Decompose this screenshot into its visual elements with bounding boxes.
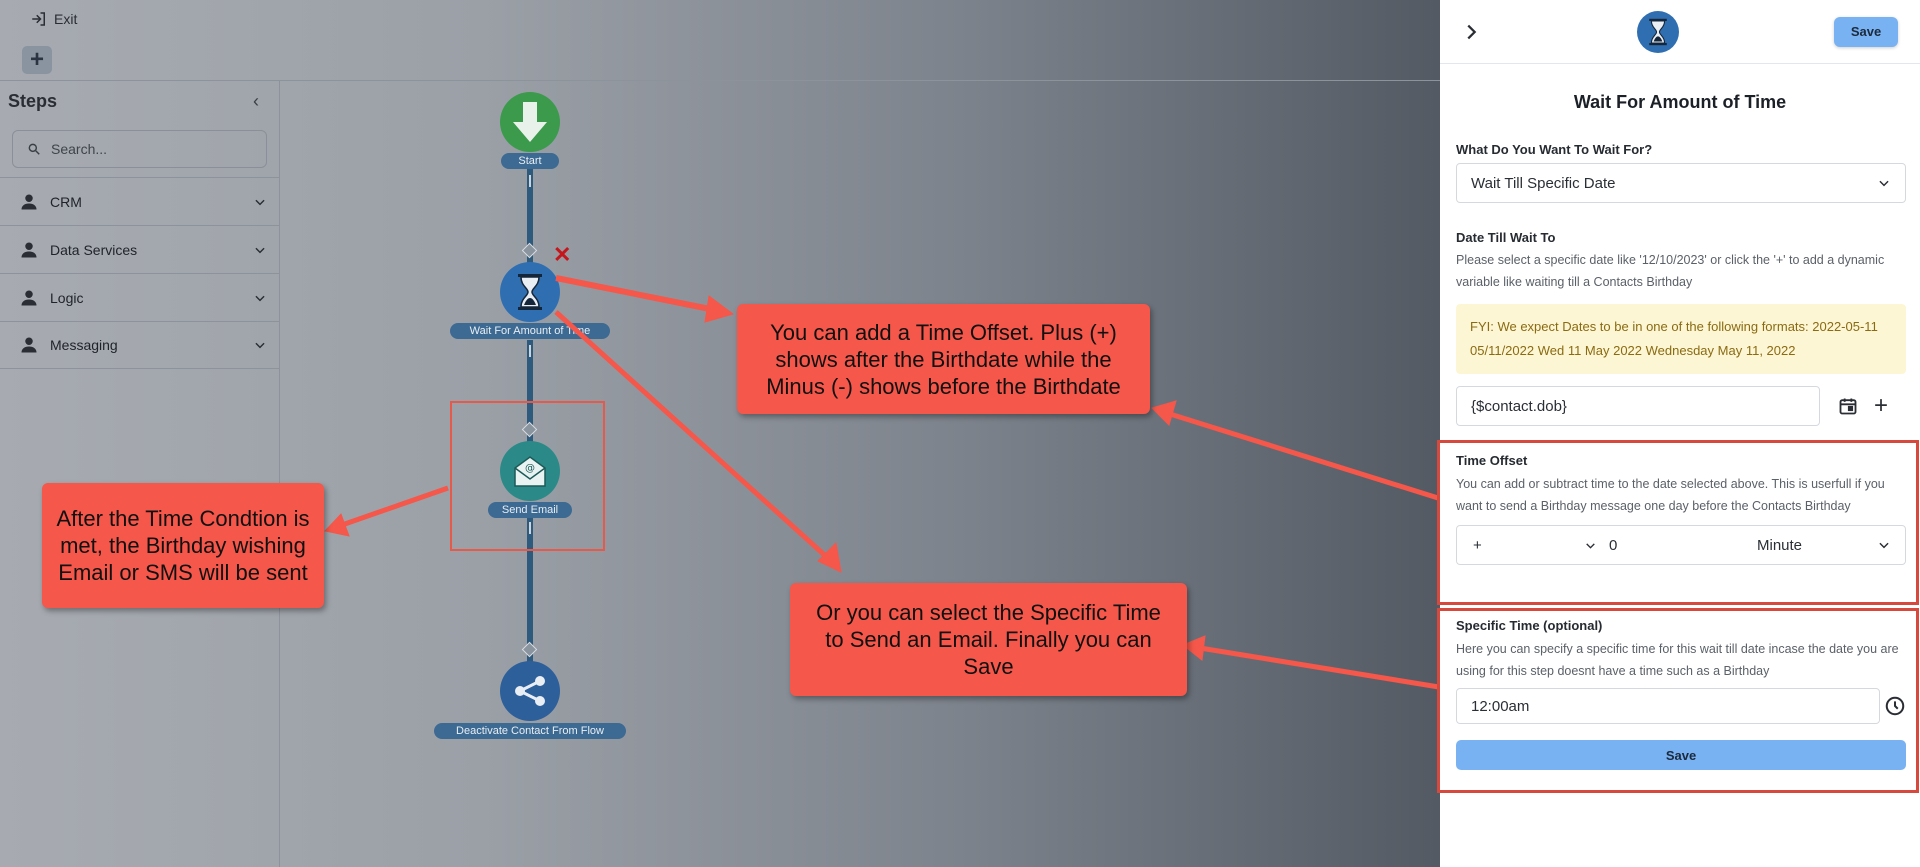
wait-for-label: What Do You Want To Wait For? (1456, 142, 1653, 157)
offset-unit-select[interactable]: Minute (1727, 537, 1905, 554)
steps-sidebar: Steps ‹ CRM Data Services Logic Messagin… (0, 81, 280, 867)
panel-header: Save (1440, 0, 1920, 64)
collapse-sidebar-icon[interactable]: ‹ (253, 90, 259, 111)
arrow-from-specific-panel (1199, 645, 1446, 691)
person-icon (21, 337, 37, 353)
steps-header: Steps ‹ (0, 81, 279, 121)
chevron-down-icon (255, 295, 265, 301)
category-label: CRM (50, 193, 82, 210)
deactivate-node[interactable] (500, 661, 560, 721)
specific-time-frame (1437, 608, 1919, 793)
person-icon (21, 290, 37, 305)
callout-specific-time: Or you can select the Specific Time to S… (790, 583, 1187, 696)
save-button-top[interactable]: Save (1834, 16, 1898, 47)
wait-node[interactable] (500, 262, 560, 322)
add-variable-icon[interactable]: + (1874, 392, 1889, 419)
arrowhead (324, 513, 350, 537)
offset-sign-value: + (1473, 536, 1482, 554)
category-data-services[interactable]: Data Services (0, 225, 279, 273)
exit-button[interactable]: Exit (30, 10, 77, 28)
email-icon: @ (514, 456, 546, 487)
flow-connector (527, 165, 533, 265)
arrow-down-icon (513, 102, 547, 142)
arrowhead (704, 295, 735, 323)
offset-amount-value: 0 (1609, 536, 1618, 554)
specific-help: Here you can specify a specific time for… (1456, 642, 1899, 678)
wait-for-select[interactable]: Wait Till Specific Date (1456, 163, 1906, 203)
clock-icon[interactable] (1884, 695, 1906, 717)
steps-search[interactable] (12, 130, 267, 168)
connector-diamond[interactable] (521, 242, 538, 259)
node-label: Wait For Amount of Time (450, 323, 610, 339)
category-logic[interactable]: Logic (0, 273, 279, 321)
connector-dash (529, 345, 531, 357)
offset-unit-value: Minute (1757, 536, 1803, 554)
hourglass-icon (518, 274, 542, 310)
chevron-down-icon (1879, 542, 1889, 549)
share-icon (515, 676, 545, 706)
specific-time-input[interactable]: 12:00am (1456, 688, 1880, 724)
exit-icon (32, 12, 45, 26)
connector-dash (529, 522, 531, 534)
specific-time-value: 12:00am (1471, 697, 1530, 715)
node-label: Start (501, 153, 559, 169)
plus-icon: + (29, 46, 44, 73)
callout-send-email: After the Time Condtion is met, the Birt… (42, 483, 324, 608)
offset-label: Time Offset (1456, 453, 1528, 468)
chevron-down-icon (1586, 542, 1595, 549)
category-label: Data Services (50, 241, 138, 258)
top-divider (0, 80, 1440, 81)
search-icon (28, 143, 40, 155)
specific-label: Specific Time (optional) (1456, 618, 1603, 633)
panel-title: Wait For Amount of Time (1573, 92, 1787, 112)
offset-help: You can add or subtract time to the date… (1456, 477, 1885, 513)
category-crm[interactable]: CRM (0, 177, 279, 225)
chevron-down-icon (1879, 180, 1889, 187)
node-label: Send Email (488, 502, 572, 518)
send-email-node[interactable]: @ (500, 441, 560, 501)
category-label: Messaging (50, 337, 118, 353)
start-node[interactable] (500, 92, 560, 152)
person-icon (21, 194, 37, 209)
connector-diamond[interactable] (521, 641, 538, 658)
hourglass-icon (1649, 18, 1667, 45)
calendar-icon[interactable] (1838, 396, 1858, 416)
chevron-right-icon[interactable] (1460, 21, 1482, 43)
save-button-bottom[interactable]: Save (1456, 740, 1906, 770)
date-value: {$contact.dob} (1471, 397, 1567, 415)
offset-sign-select[interactable]: + (1457, 537, 1607, 554)
node-label: Deactivate Contact From Flow (434, 723, 626, 739)
steps-title: Steps (8, 90, 58, 111)
add-step-button[interactable]: + (22, 46, 52, 74)
wait-settings-panel: Save Wait For Amount of Time What Do You… (1437, 0, 1920, 867)
arrow-from-offset-panel (1169, 411, 1439, 501)
svg-text:@: @ (525, 463, 535, 474)
offset-row: + 0 Minute (1456, 525, 1906, 565)
person-icon (21, 242, 37, 257)
category-messaging[interactable]: Messaging (0, 321, 279, 369)
arrow-to-callout-email (341, 485, 449, 528)
callout-time-offset: You can add a Time Offset. Plus (+) show… (737, 304, 1150, 414)
arrowhead (817, 541, 842, 573)
search-input[interactable] (51, 141, 251, 157)
chevron-down-icon (255, 199, 265, 205)
arrowhead (1151, 400, 1177, 426)
arrow-to-callout-offset (555, 275, 716, 313)
panel-step-icon (1637, 10, 1679, 53)
fyi-notice: FYI: We expect Dates to be in one of the… (1456, 304, 1906, 374)
wait-for-value: Wait Till Specific Date (1471, 174, 1616, 192)
time-offset-frame (1437, 440, 1919, 605)
date-label: Date Till Wait To (1456, 230, 1556, 245)
chevron-down-icon (255, 342, 265, 349)
chevron-down-icon (255, 247, 265, 253)
date-input[interactable]: {$contact.dob} (1456, 386, 1820, 426)
category-label: Logic (50, 289, 84, 306)
date-help: Please select a specific date like '12/1… (1456, 253, 1885, 289)
exit-label: Exit (54, 11, 78, 27)
offset-amount-input[interactable]: 0 (1607, 537, 1727, 554)
flow-connector (527, 515, 533, 665)
connector-dash (529, 175, 531, 187)
flow-connector (527, 340, 533, 445)
delete-node-icon[interactable]: ✕ (553, 242, 572, 267)
